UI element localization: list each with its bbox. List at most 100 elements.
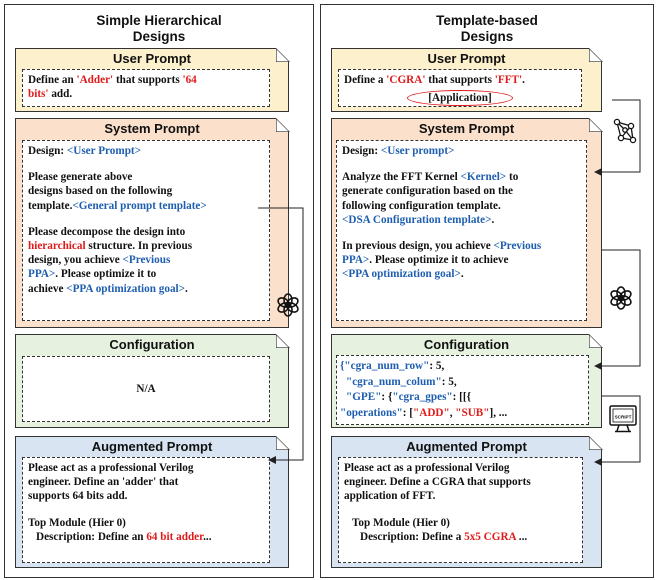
right-system-prompt-content: Design: <User prompt> Analyze the FFT Ke… [336,140,587,321]
left-configuration-content: N/A [22,356,270,422]
fold-corner-icon [588,117,603,132]
right-system-prompt-box: System Prompt Design: <User prompt> Anal… [331,117,603,328]
text: engineer. Define an 'adder' that [28,476,179,489]
text: . [522,74,525,86]
text: designs based on the following [28,185,173,198]
config-value-add: "ADD" [413,406,450,419]
highlight-5x5-cgra: 5x5 CGRA [464,530,516,543]
ref-kernel: <Kernel> [460,171,507,184]
ref-dsa-template: <DSA Configuration template> [342,213,492,226]
left-system-prompt-title: System Prompt [104,121,200,136]
left-configuration-title: Configuration [109,337,195,352]
right-user-prompt-content: Define a 'CGRA' that supports 'FFT'. [Ap… [338,69,582,107]
left-augmented-prompt-title: Augmented Prompt [91,439,213,454]
right-title-line1: Template-based [436,13,538,28]
left-augmented-prompt-content: Please act as a professional Verilog eng… [22,457,270,563]
text: that supports [113,74,183,86]
text: following configuration template. [342,199,501,212]
config-value-sub: "SUB" [455,406,490,419]
config-key: "GPE" [346,391,382,403]
text: Design: [342,145,381,157]
text: supports 64 bits add. [28,490,128,503]
left-title-line2: Designs [132,29,186,44]
right-configuration-content: {"cgra_num_row": 5, "cgra_num_colum": 5,… [336,355,589,425]
text: . Please optimize it to [55,268,157,281]
config-key: {"cgra_num_row" [340,360,430,372]
highlight-64: '64 [182,74,197,86]
text: that supports [425,74,495,86]
application-tag: [Application] [407,90,513,107]
text: Top Module (Hier 0) [352,516,450,529]
text: Design: [28,145,67,157]
right-configuration-title: Configuration [423,337,510,352]
right-augmented-prompt-title: Augmented Prompt [406,439,527,454]
highlight-cgra: 'CGRA' [386,74,426,86]
text: application of FFT. [344,490,436,503]
text: template. [28,199,73,212]
text: to [506,171,519,184]
text: : 5, [429,360,445,372]
text: . [491,213,495,226]
text: engineer. Define a CGRA that supports [344,476,531,489]
ref-ppa-goal: <PPA optimization goal> [342,268,461,281]
text: Top Module (Hier 0) [28,516,126,529]
highlight-adder: 'Adder' [76,74,114,86]
text: ... [516,530,528,543]
script-monitor-icon: SCRIPT [608,404,638,434]
highlight-bits: bits' [28,88,49,101]
left-title-line1: Simple Hierarchical [96,13,222,28]
text: . [460,268,464,281]
left-user-prompt-title: User Prompt [112,51,192,66]
left-augmented-prompt-box: Augmented Prompt Please act as a profess… [15,435,290,568]
text: : { [381,391,393,403]
text: ... [203,530,212,543]
text: : [[{ [452,391,472,403]
ref-ppa: PPA> [342,254,370,267]
config-key: "cgra_num_colum" [346,375,442,388]
ref-ppa-goal: <PPA optimization goal> [66,282,186,295]
text: . [185,282,188,295]
text: Define a [344,74,387,86]
ref-previous: <Previous [122,254,171,267]
text: Analyze the FFT Kernel [342,171,461,184]
highlight-fft: 'FFT' [494,74,523,86]
text: structure. In previous [85,240,193,253]
graph-network-icon [613,118,637,144]
text: Please generate above [28,171,133,184]
left-configuration-box: Configuration N/A [15,333,290,428]
ref-user-prompt: <User Prompt> [66,145,142,157]
ref-general-template: <General prompt template> [72,199,207,212]
text: Description: Define a [360,530,465,543]
right-configuration-box: Configuration {"cgra_num_row": 5, "cgra_… [331,333,603,428]
right-panel-title: Template-based Designs [321,13,653,45]
highlight-64-bit-adder: 64 bit adder [146,530,204,543]
text: . Please optimize it to achieve [369,254,509,267]
text: : [ [402,406,414,419]
right-system-prompt-title: System Prompt [418,121,515,136]
fold-corner-icon [588,333,603,348]
text: , [449,406,456,419]
text: Define an [28,74,77,86]
openai-logo-icon [610,286,632,310]
fold-corner-icon [275,435,290,450]
fold-corner-icon [588,47,603,62]
fold-corner-icon [275,47,290,62]
text: ], ... [489,406,508,419]
right-augmented-prompt-content: Please act as a professional Verilog eng… [338,457,583,563]
right-title-line2: Designs [460,29,514,44]
right-augmented-prompt-box: Augmented Prompt Please act as a profess… [331,435,603,568]
fold-corner-icon [275,117,290,132]
text: Please decompose the design into [28,225,186,238]
fold-corner-icon [588,435,603,450]
text: achieve [28,282,67,295]
text: Please act as a professional Verilog [344,462,510,474]
text: Description: Define an [36,530,147,543]
ref-previous: <Previous [493,240,542,253]
config-value: N/A [136,383,156,395]
right-user-prompt-box: User Prompt Define a 'CGRA' that support… [331,47,603,112]
text: generate configuration based on the [342,185,513,198]
ref-user-prompt: <User prompt> [380,145,455,157]
left-system-prompt-content: Design: <User Prompt> Please generate ab… [22,140,270,321]
